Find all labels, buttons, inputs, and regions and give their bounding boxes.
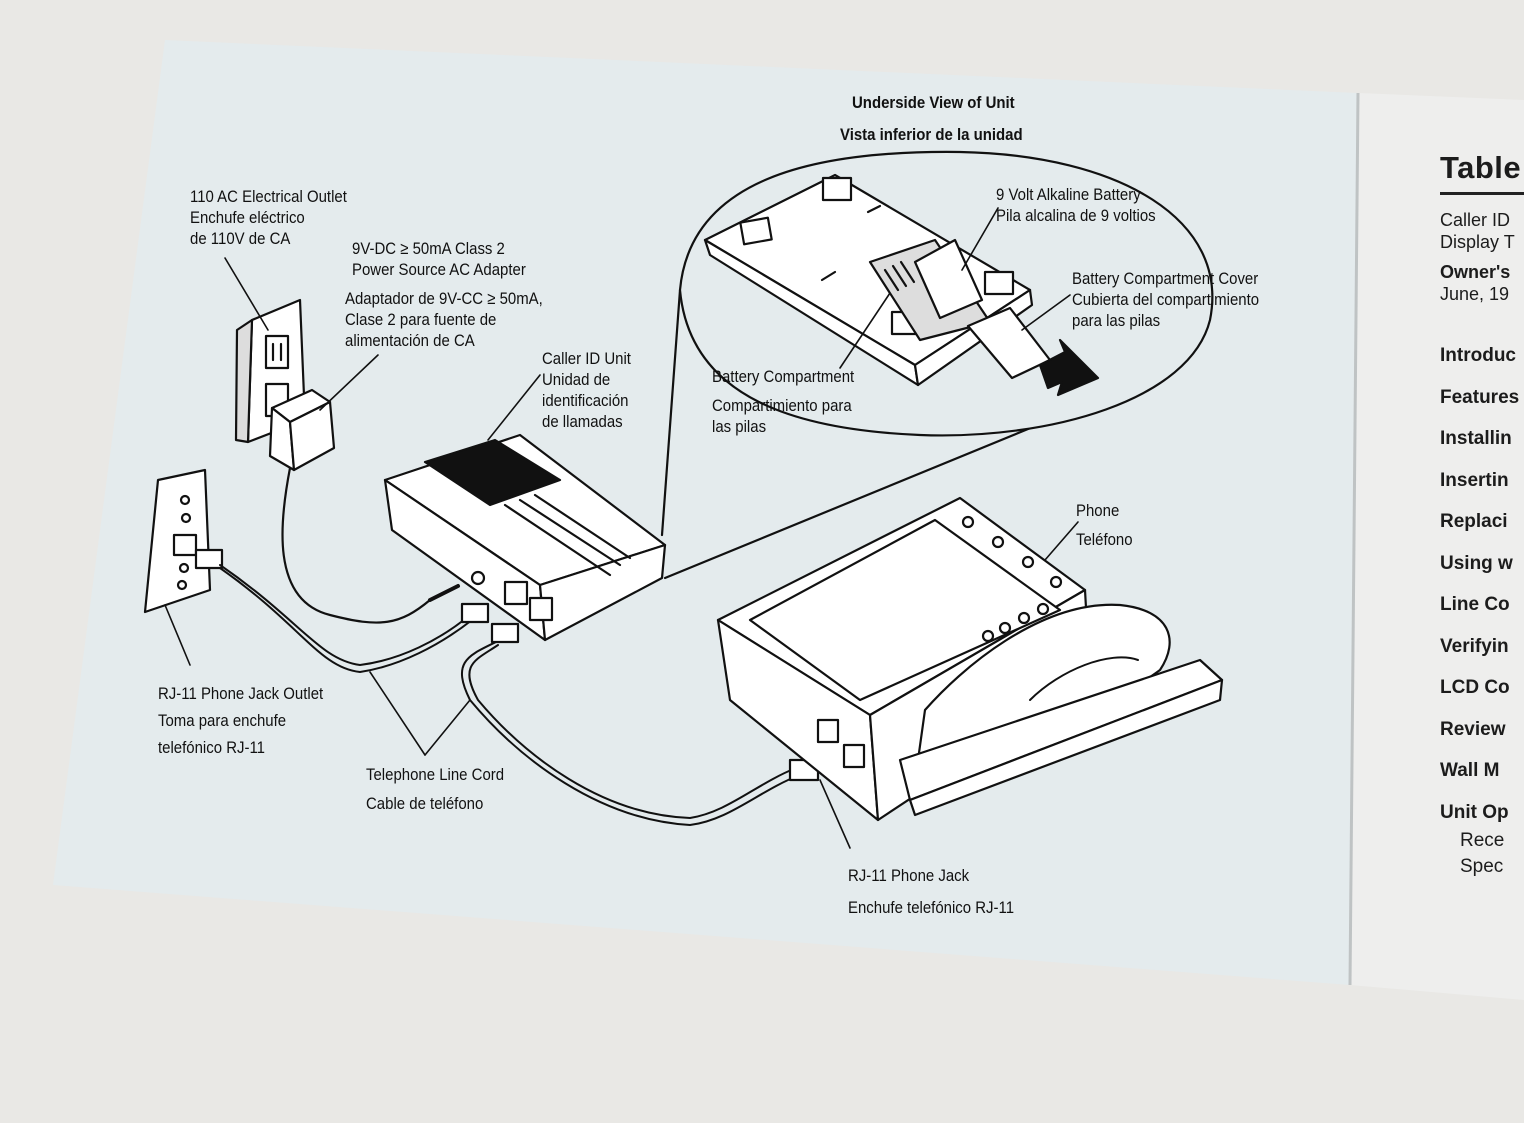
label-battery-cover: Battery Compartment Cover Cubierta del c… [1072,269,1260,330]
ac-adapter [268,388,336,472]
unit-underside [703,173,1034,387]
toc-meta-4: June, 19 [1440,284,1510,304]
toc-item: Unit Op [1440,801,1509,823]
label-line-cord: Telephone Line Cord Cable de teléfono [366,765,505,813]
phone-jack-outlet [143,468,224,614]
underside-view-title-es: Vista inferior de la unidad [840,125,1023,144]
label-adapter: 9V-DC ≥ 50mA Class 2 Power Source AC Ada… [352,239,526,279]
toc-item: Review [1440,718,1506,740]
toc-meta-3: Owner's [1440,262,1511,282]
toc-item: Insertin [1440,469,1509,491]
label-jack-outlet: RJ-11 Phone Jack Outlet Toma para enchuf… [158,684,324,757]
label-phone-jack: RJ-11 Phone Jack Enchufe telefónico RJ-1… [848,866,1015,917]
label-caller-id-unit: Caller ID Unit Unidad de identificación … [542,349,631,431]
toc-subitem: Spec [1460,855,1504,877]
left-page [53,40,1358,985]
toc-item: Wall M [1440,760,1500,781]
telephone [716,496,1224,822]
toc-item: Installin [1440,428,1512,449]
toc-item: Line Co [1440,594,1510,615]
toc-item: LCD Co [1440,677,1510,698]
toc-item: Replaci [1440,511,1508,532]
right-page [1350,93,1524,1000]
toc-item: Introduc [1440,345,1516,366]
caller-id-unit [383,433,667,642]
toc-items: Introduc Features Installin Insertin Rep… [1440,345,1524,880]
toc-item: Verifyin [1440,635,1509,657]
toc-subitem: Rece [1460,829,1505,851]
label-adapter-es: Adaptador de 9V-CC ≥ 50mA, Clase 2 para … [345,289,543,350]
toc-title: Table [1440,150,1522,185]
toc-divider [1440,192,1524,195]
toc-meta-2: Display T [1440,232,1515,252]
toc-meta-1: Caller ID [1440,210,1511,230]
label-phone: Phone Teléfono [1076,501,1133,549]
underside-view-title: Underside View of Unit [852,93,1015,112]
label-battery: 9 Volt Alkaline Battery Pila alcalina de… [996,185,1156,225]
label-outlet: 110 AC Electrical Outlet Enchufe eléctri… [190,187,347,248]
label-battery-compartment: Battery Compartment Compartimiento para … [712,367,855,436]
toc-item: Features [1440,386,1520,408]
table-of-contents: Table Caller ID Display T Owner's June, … [1440,150,1524,880]
toc-item: Using w [1440,552,1513,574]
battery-cover [966,306,1100,397]
